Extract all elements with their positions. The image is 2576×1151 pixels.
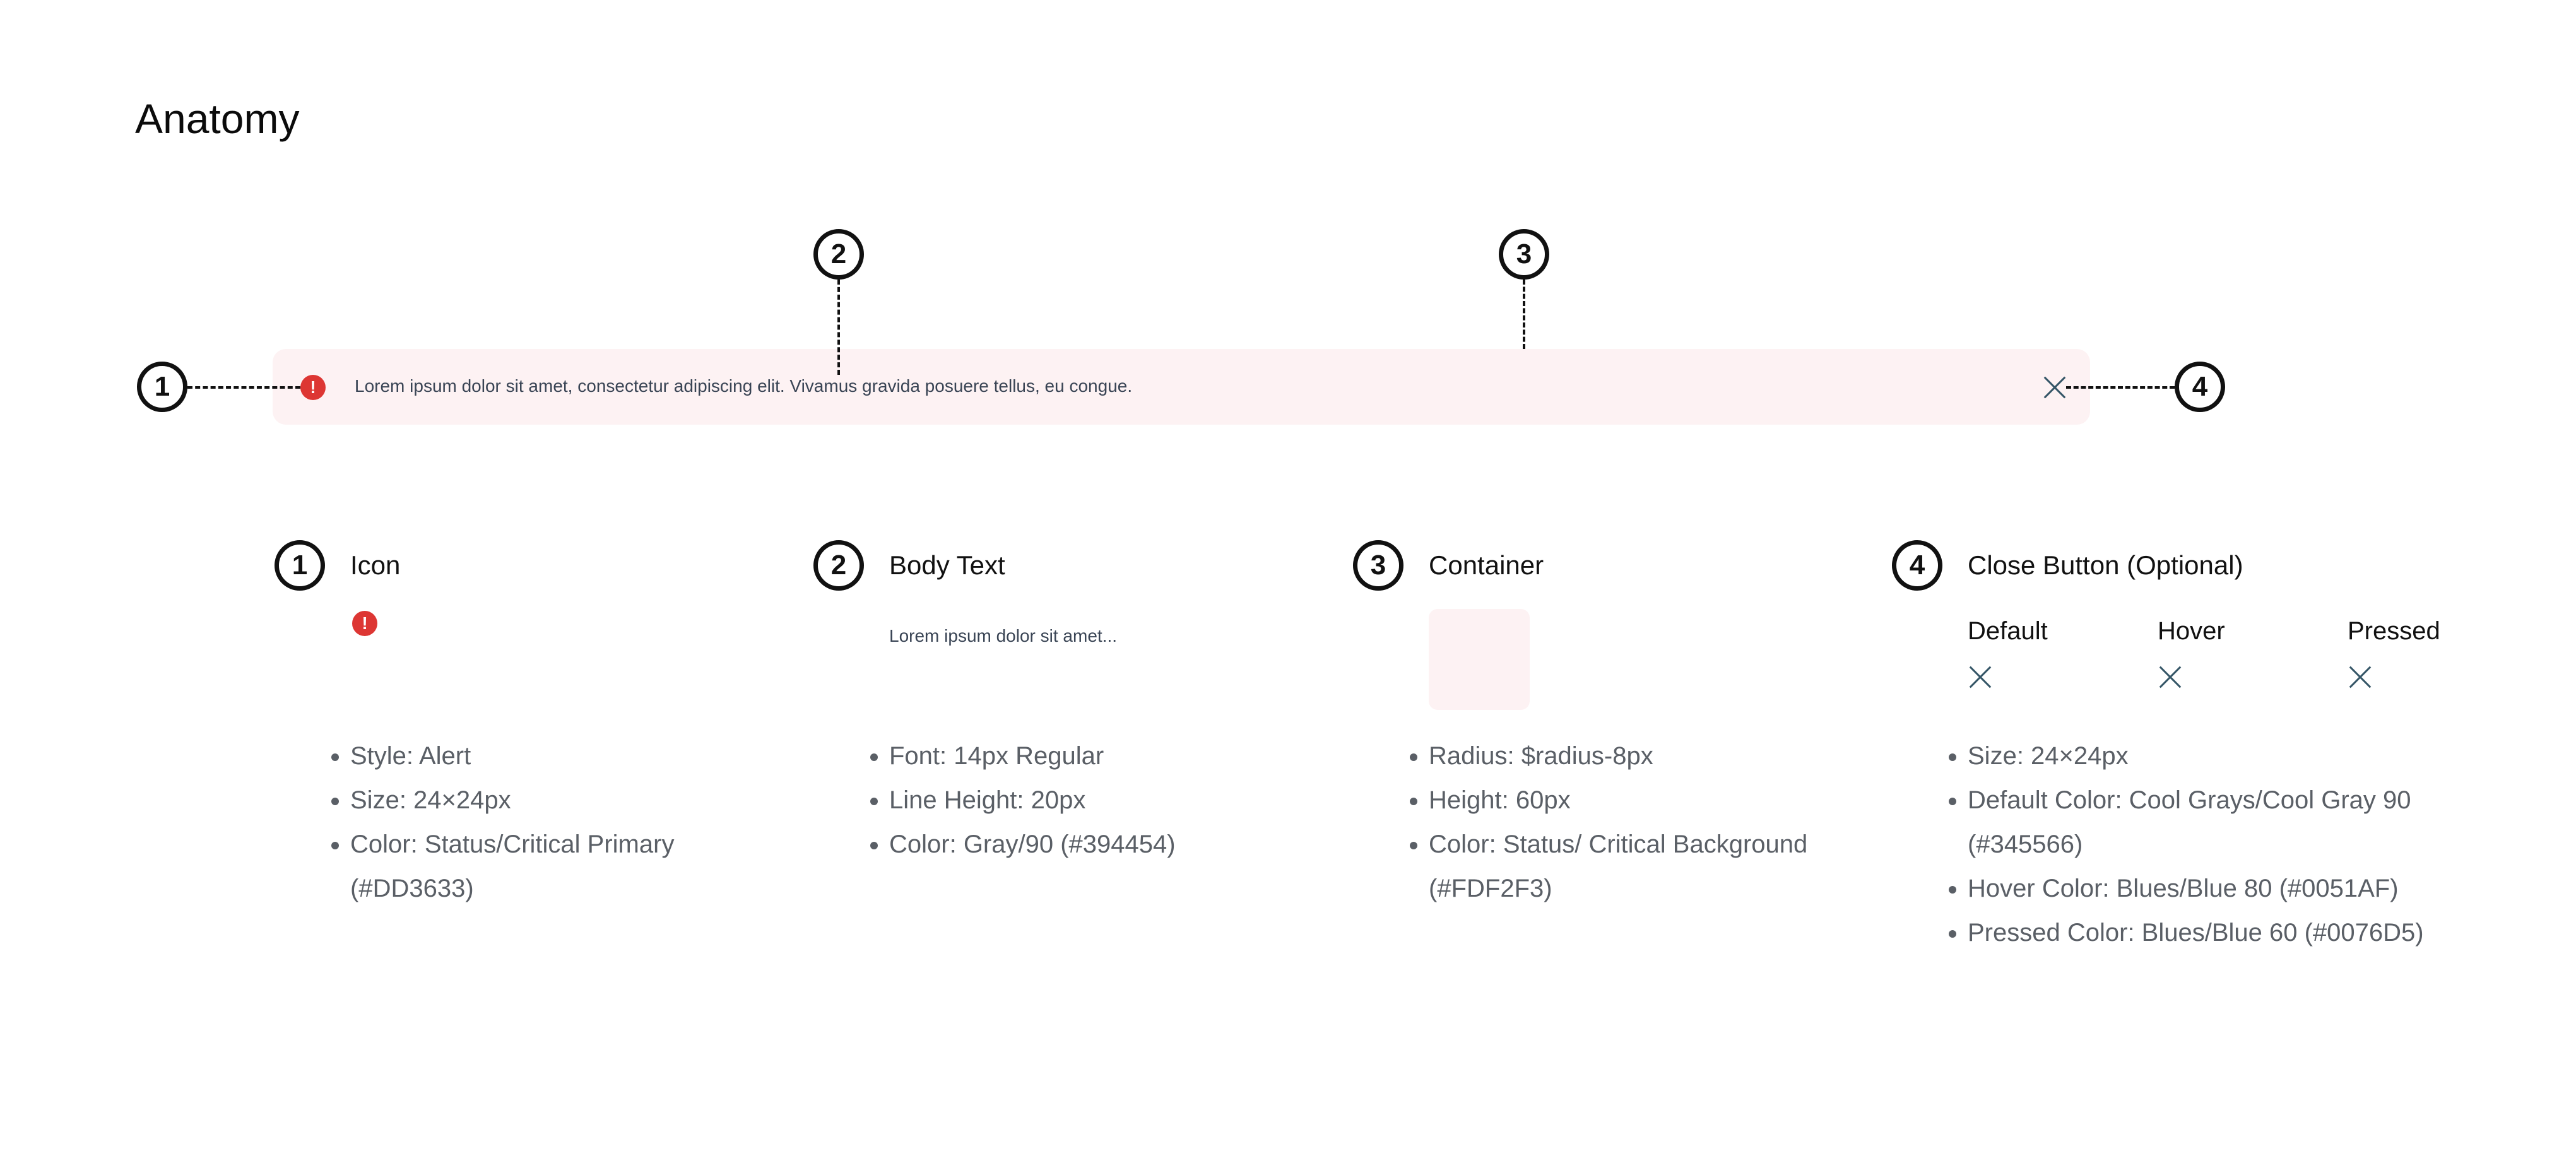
callout-number: 4: [2192, 371, 2208, 402]
section-number-close-button: 4: [1892, 540, 1942, 591]
leader-line-4: [2066, 386, 2175, 389]
alert-icon-glyph: !: [310, 377, 316, 397]
callout-number: 2: [830, 239, 847, 269]
banner-body-text: Lorem ipsum dolor sit amet, consectetur …: [355, 376, 1133, 396]
spec-list-close-button: Size: 24×24px Default Color: Cool Grays/…: [1942, 734, 2460, 955]
section-number: 1: [292, 550, 308, 581]
callout-1: 1: [137, 362, 187, 412]
state-label-hover: Hover: [2158, 617, 2225, 645]
callout-number: 3: [1516, 239, 1532, 269]
section-number-container: 3: [1353, 540, 1403, 591]
list-item: Color: Gray/90 (#394454): [889, 822, 1344, 866]
spec-list-icon: Style: Alert Size: 24×24px Color: Status…: [325, 734, 805, 911]
callout-3: 3: [1499, 229, 1549, 280]
section-title-icon: Icon: [350, 550, 401, 580]
close-icon-hover[interactable]: [2159, 666, 2182, 688]
state-label-default: Default: [1968, 617, 2048, 645]
spec-list-container: Radius: $radius-8px Height: 60px Color: …: [1403, 734, 1896, 911]
leader-line-3: [1523, 280, 1525, 349]
list-item: Size: 24×24px: [1968, 734, 2460, 778]
list-item: Radius: $radius-8px: [1429, 734, 1896, 778]
list-item: Default Color: Cool Grays/Cool Gray 90 (…: [1968, 778, 2460, 866]
section-title-close-button: Close Button (Optional): [1968, 550, 2243, 580]
list-item: Font: 14px Regular: [889, 734, 1344, 778]
list-item: Hover Color: Blues/Blue 80 (#0051AF): [1968, 866, 2460, 911]
list-item: Color: Status/Critical Primary (#DD3633): [350, 822, 805, 911]
list-item: Height: 60px: [1429, 778, 1896, 822]
callout-2: 2: [813, 229, 864, 280]
section-title-body-text: Body Text: [889, 550, 1005, 580]
close-icon[interactable]: [2043, 376, 2066, 399]
page-title: Anatomy: [135, 95, 300, 142]
body-text-sample: Lorem ipsum dolor sit amet...: [889, 626, 1118, 646]
close-icon-pressed[interactable]: [2349, 666, 2372, 688]
state-label-pressed: Pressed: [2348, 617, 2440, 645]
section-number-body-text: 2: [813, 540, 864, 591]
list-item: Line Height: 20px: [889, 778, 1344, 822]
alert-icon: !: [352, 611, 377, 636]
section-number: 2: [830, 550, 847, 581]
alert-icon: !: [300, 375, 326, 400]
banner-container: [273, 349, 2090, 425]
container-sample: [1429, 609, 1530, 710]
callout-4: 4: [2175, 362, 2225, 412]
alert-icon-glyph: !: [362, 613, 368, 633]
section-title-container: Container: [1429, 550, 1544, 580]
callout-number: 1: [154, 371, 170, 402]
section-number-icon: 1: [275, 540, 325, 591]
list-item: Style: Alert: [350, 734, 805, 778]
leader-line-1: [187, 386, 300, 389]
list-item: Size: 24×24px: [350, 778, 805, 822]
spec-list-body-text: Font: 14px Regular Line Height: 20px Col…: [864, 734, 1344, 866]
list-item: Pressed Color: Blues/Blue 60 (#0076D5): [1968, 911, 2460, 955]
list-item: Color: Status/ Critical Background (#FDF…: [1429, 822, 1896, 911]
leader-line-2: [837, 280, 840, 375]
close-icon-default[interactable]: [1969, 666, 1992, 688]
section-number: 4: [1909, 550, 1925, 581]
section-number: 3: [1370, 550, 1386, 581]
